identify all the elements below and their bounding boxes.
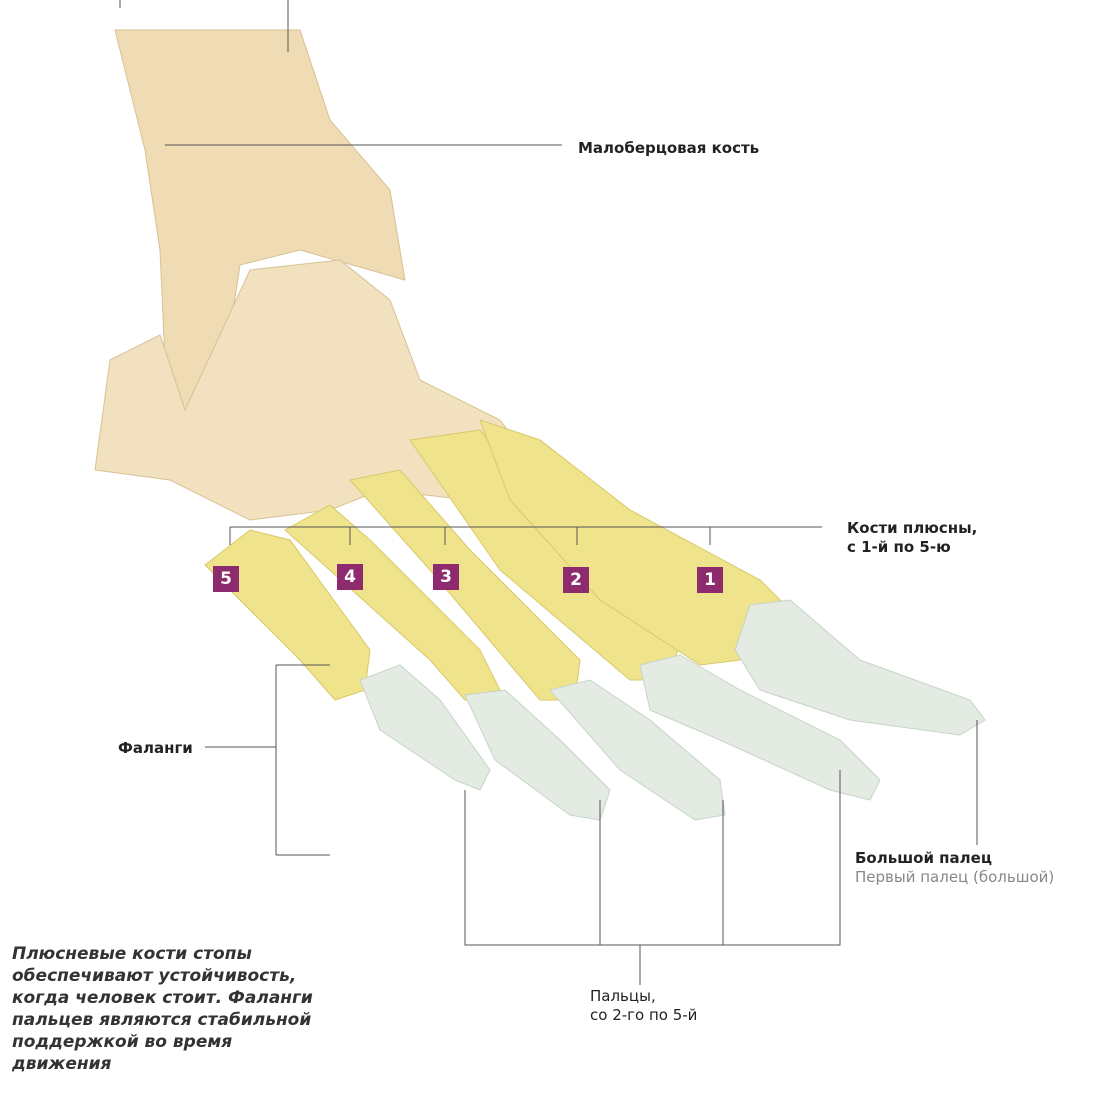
metatarsals-label-line1: Кости плюсны, xyxy=(847,519,978,537)
caption-line: когда человек стоит. Фаланги xyxy=(12,988,313,1008)
caption-text: Плюсневые кости стопы обеспечивают устой… xyxy=(12,943,313,1075)
big-toe-label: Большой палец Первый палец (большой) xyxy=(855,849,1054,887)
fibula-label: Малоберцовая кость xyxy=(578,139,760,157)
toes-label-line1: Пальцы, xyxy=(590,987,656,1005)
caption-line: обеспечивают устойчивость, xyxy=(12,966,297,986)
phalanges xyxy=(359,599,986,821)
metatarsal-badge-1: 1 xyxy=(697,567,723,593)
metatarsal-badge-3: 3 xyxy=(433,564,459,590)
caption-line: движения xyxy=(12,1054,112,1074)
caption-line: пальцев являются стабильной xyxy=(12,1010,312,1030)
toes-label-line2: со 2-го по 5-й xyxy=(590,1006,698,1024)
big-toe-title: Большой палец xyxy=(855,849,992,867)
caption-line: поддержкой во время xyxy=(12,1032,233,1052)
phalanges-label: Фаланги xyxy=(118,739,193,757)
metatarsals-label-line2: с 1-й по 5-ю xyxy=(847,538,951,556)
metatarsal-badge-2: 2 xyxy=(563,567,589,593)
leader-lines xyxy=(119,0,978,985)
big-toe-subtitle: Первый палец (большой) xyxy=(855,868,1055,886)
metatarsals-label: Кости плюсны, с 1-й по 5-ю xyxy=(847,519,977,557)
toes-label: Пальцы, со 2-го по 5-й xyxy=(590,987,697,1025)
caption-line: Плюсневые кости стопы xyxy=(12,944,252,964)
metatarsal-badge-4: 4 xyxy=(337,564,363,590)
tibia-fibula xyxy=(114,29,406,411)
metatarsal-badge-5: 5 xyxy=(213,566,239,592)
